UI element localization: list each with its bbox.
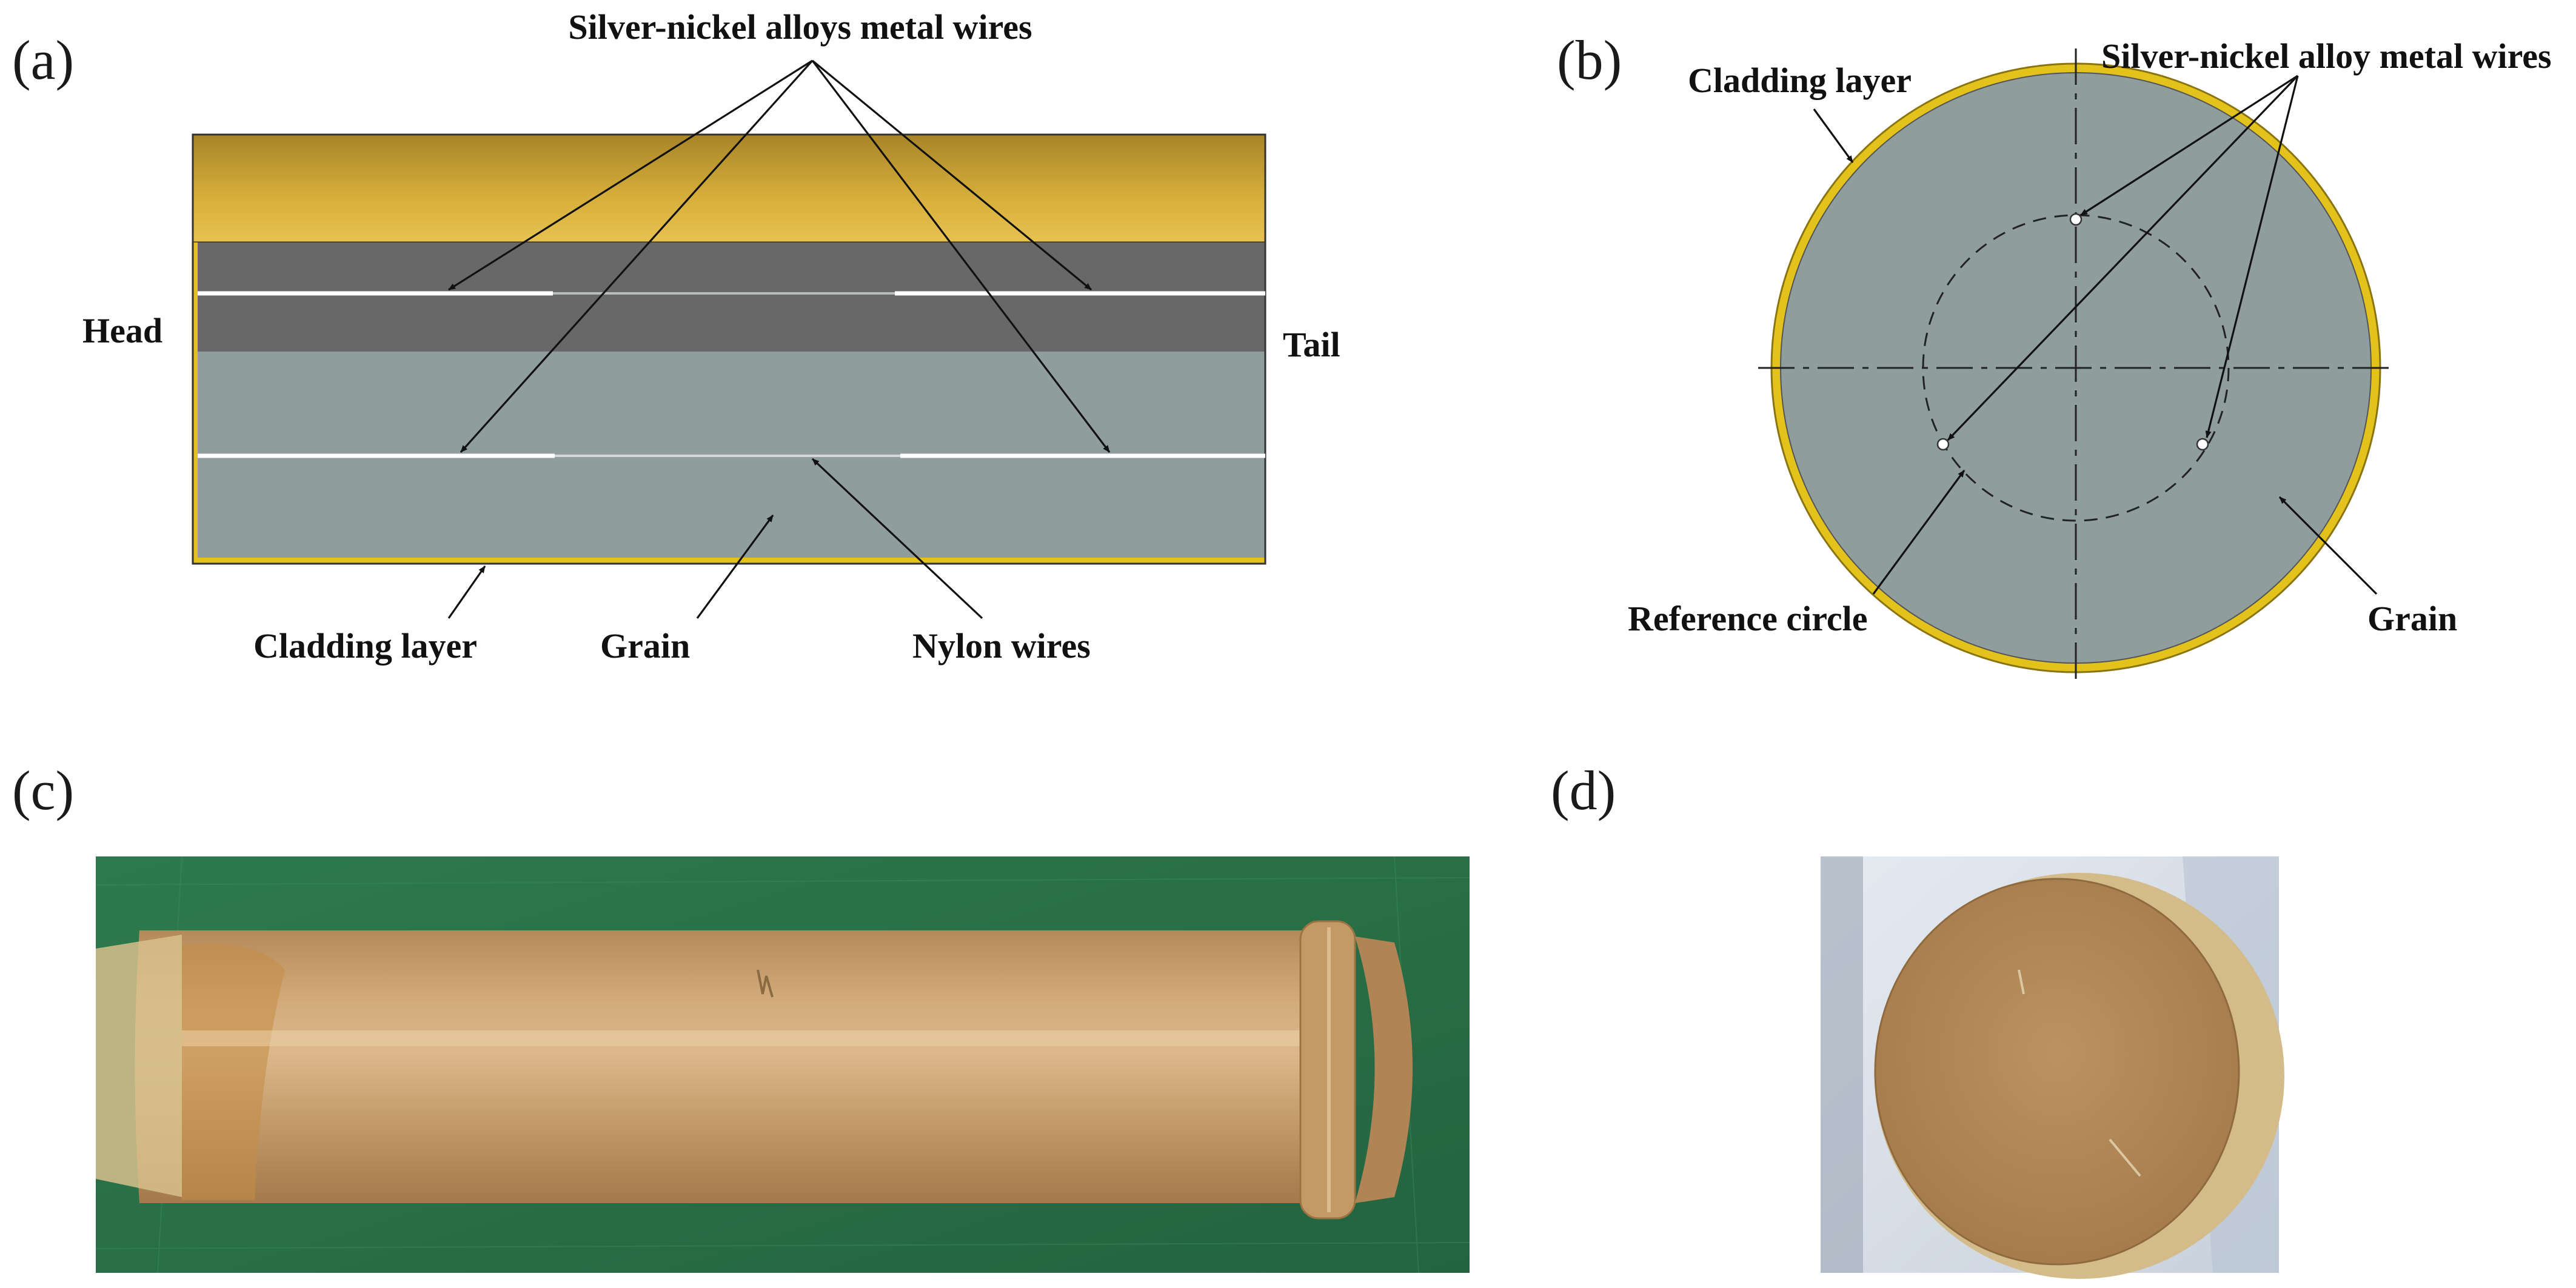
leader-nylon <box>811 458 983 619</box>
grain-photo-end <box>1821 856 2284 1279</box>
panel-a-leaders <box>447 59 1111 619</box>
grain-dark-band <box>198 242 1265 352</box>
reference-circle <box>1922 214 2230 522</box>
tube-highlight <box>182 1030 1303 1046</box>
leader-wire-2 <box>811 59 1092 291</box>
reference-callout: Reference circle <box>1628 599 1868 638</box>
panel-c: (c) <box>12 759 1470 1273</box>
nylon-callout: Nylon wires <box>912 626 1091 666</box>
tube-left-end <box>96 935 182 1197</box>
leader-cladding <box>447 566 486 619</box>
cladding-callout-b: Cladding layer <box>1688 61 1912 100</box>
face-scratch-1 <box>2018 969 2025 995</box>
leader-wire-1 <box>448 59 813 291</box>
cladding-left-edge <box>193 242 199 564</box>
grain-callout-b: Grain <box>2367 599 2457 638</box>
wire-marker-left <box>1936 438 1950 451</box>
face-scratch-2 <box>2109 1138 2141 1177</box>
panel-b: (b) Cladding layer Silver-nickel alloy m… <box>1557 29 2552 685</box>
panel-a: (a) Silver-nickel alloys metal wires Hea… <box>12 7 1340 666</box>
panel-c-label: (c) <box>12 759 74 821</box>
grain-end-face <box>1874 878 2240 1266</box>
wires-callout: Silver-nickel alloys metal wires <box>568 7 1032 47</box>
panel-b-label: (b) <box>1557 29 1622 91</box>
cladding-callout: Cladding layer <box>253 626 477 666</box>
panel-b-leaders <box>1813 75 2378 595</box>
panel-d: (d) <box>1551 759 2284 1279</box>
wire-marker-right <box>2196 438 2209 451</box>
grain-tube-body <box>135 930 1334 1203</box>
longitudinal-section <box>192 133 1266 565</box>
leader-grain <box>696 515 774 619</box>
leader-wire-top <box>2080 75 2298 216</box>
section-outline <box>192 133 1266 565</box>
background-frame <box>1821 856 1863 1273</box>
head-label: Head <box>82 311 162 350</box>
cladding-bottom-edge <box>193 558 1265 564</box>
grain-photo-side <box>95 856 1470 1273</box>
leader-grain-b <box>2278 496 2378 595</box>
cross-section <box>1758 48 2395 685</box>
panel-d-label: (d) <box>1551 759 1616 821</box>
tube-right-end <box>1355 936 1413 1203</box>
panel-a-label: (a) <box>12 29 74 91</box>
cladding-band <box>192 133 1266 244</box>
grain-callout: Grain <box>600 626 690 666</box>
tail-label: Tail <box>1283 325 1340 364</box>
leader-wire-left <box>1947 75 2299 441</box>
leader-wire-right <box>2205 75 2299 438</box>
tube-stain <box>182 943 285 1200</box>
leader-wire-3 <box>460 59 814 453</box>
leader-cladding-b <box>1813 108 1854 163</box>
tube-mark <box>757 969 774 998</box>
leader-wire-4 <box>811 60 1111 453</box>
wire-marker-top <box>2069 213 2083 226</box>
leader-reference <box>1872 470 1965 595</box>
wires-callout-b: Silver-nickel alloy metal wires <box>2101 36 2552 76</box>
